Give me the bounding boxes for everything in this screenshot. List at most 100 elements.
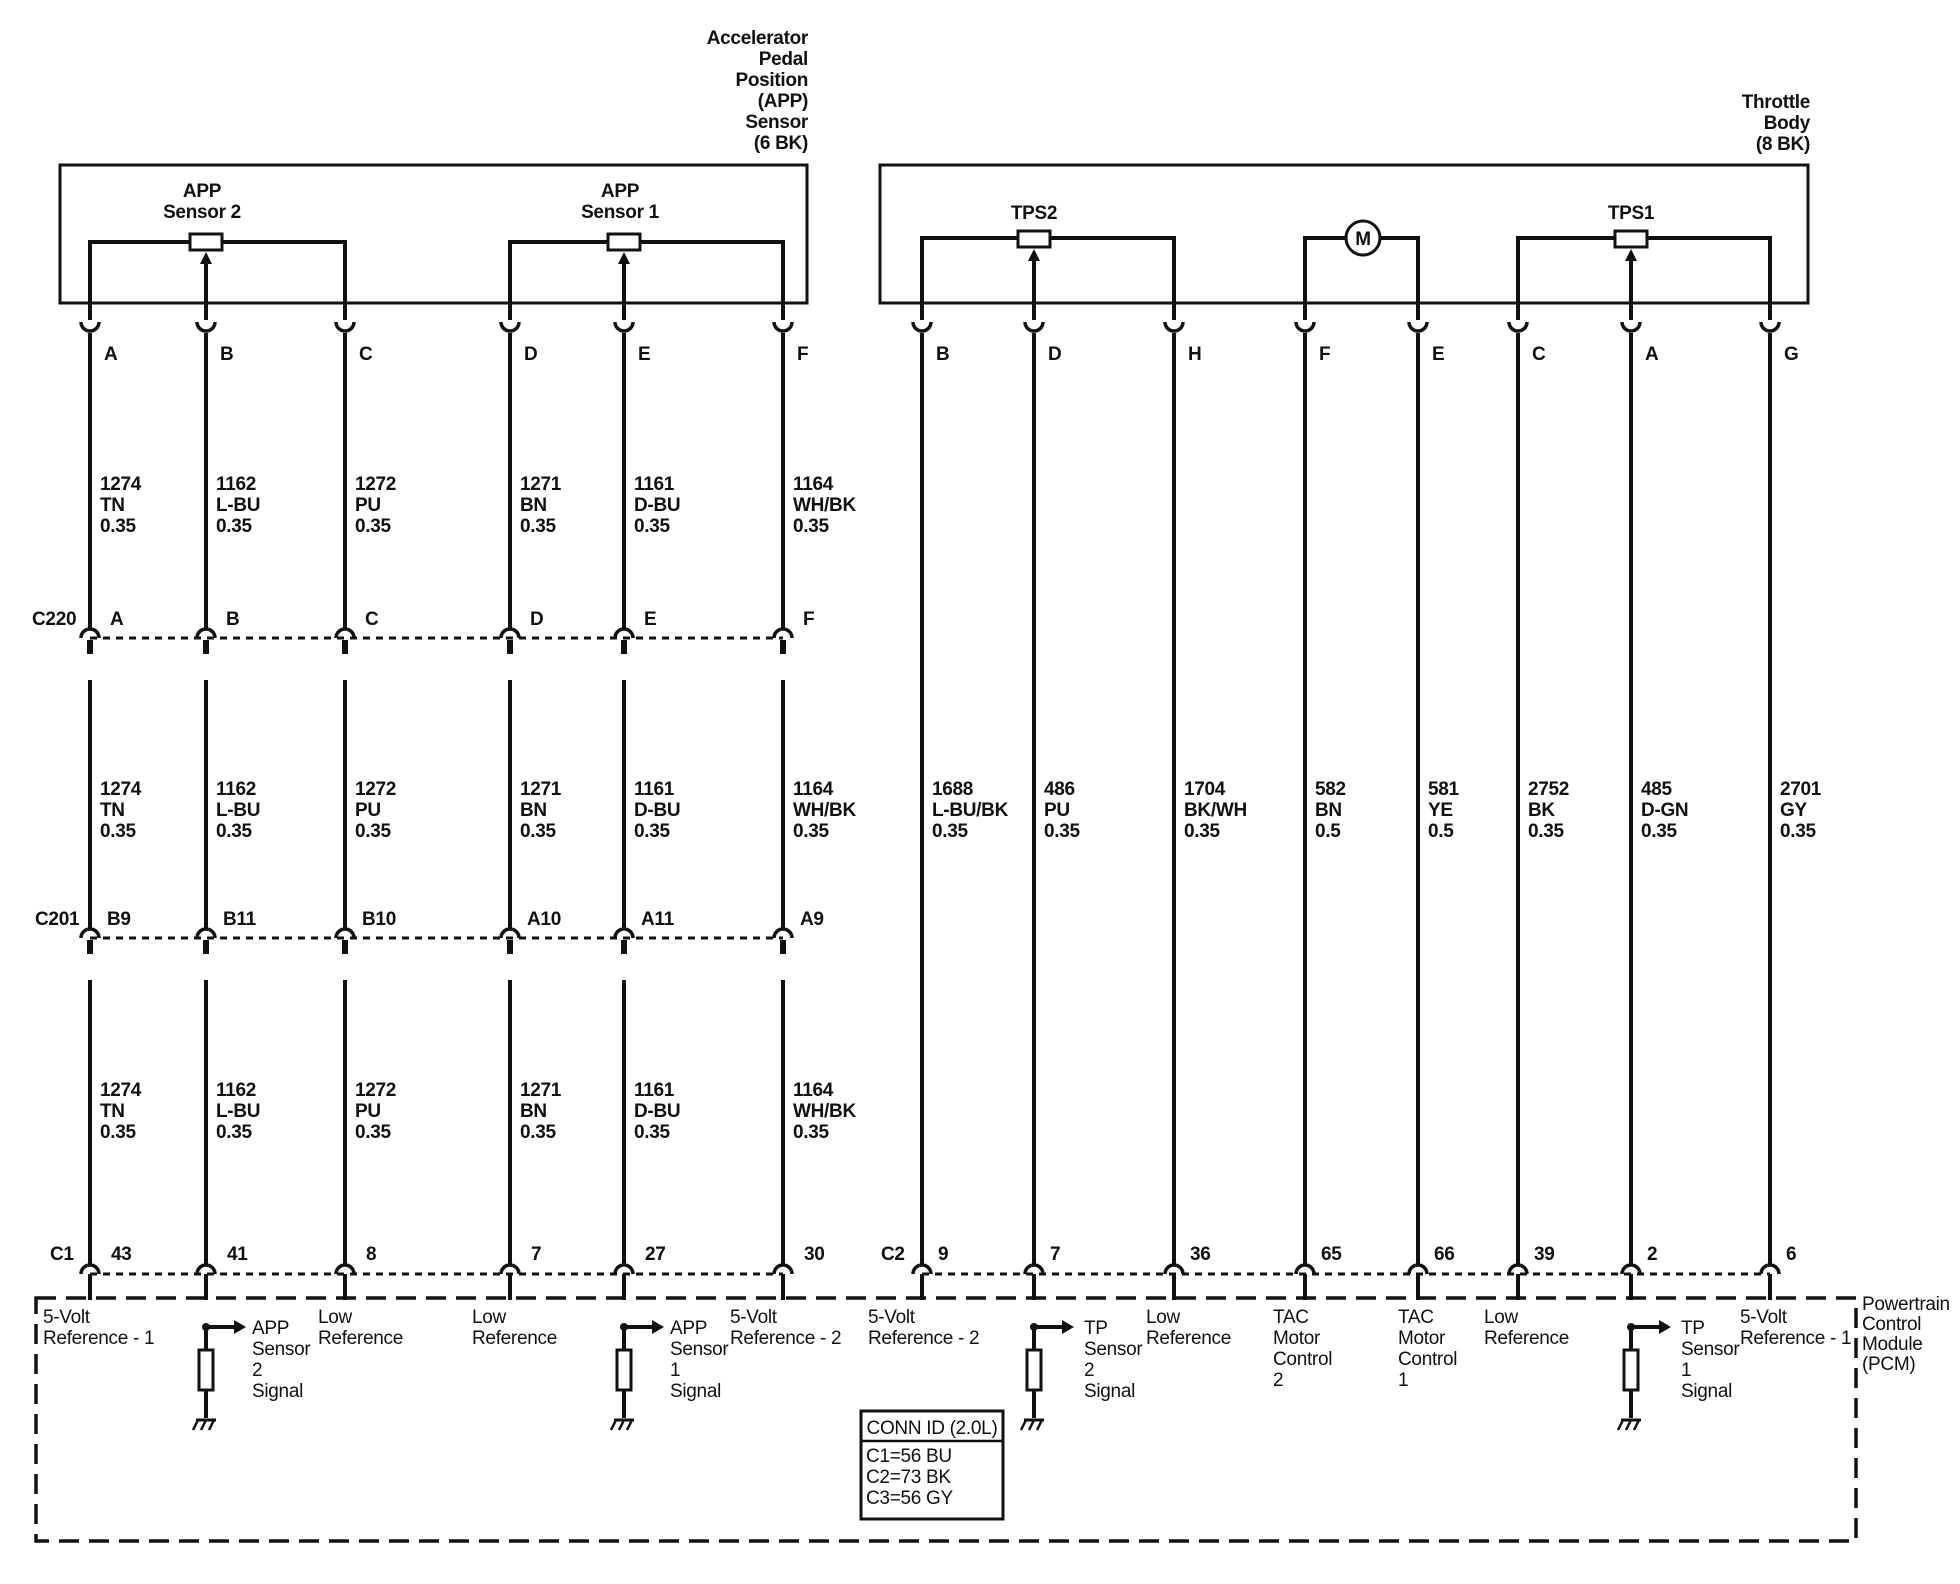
c1-pin	[499, 1263, 521, 1275]
c1-pin	[334, 1263, 356, 1275]
tps2-arrow-icon	[1028, 249, 1040, 261]
tps2-label: TPS2	[1011, 203, 1057, 224]
c201-pin-stub	[621, 940, 627, 954]
c2-pin-label: 6	[1786, 1244, 1796, 1265]
c2-pin	[911, 1263, 933, 1275]
c201-pin-label: B9	[107, 909, 131, 930]
tps1-arrow-icon	[1625, 249, 1637, 261]
c201-pin-label: A9	[800, 909, 824, 930]
app-sensor-ref-4-resistor	[615, 1348, 633, 1392]
tps1-element	[1613, 229, 1649, 249]
c1-pin-label: 8	[366, 1244, 376, 1265]
c2-label: C2	[881, 1244, 905, 1265]
c201-pin-label: A10	[527, 909, 561, 930]
c220-pin-stub	[780, 640, 786, 654]
tb-sensor-ref-6-ground-icon	[1616, 1418, 1641, 1431]
c220-pin	[772, 627, 794, 639]
app-sensor2-arrow-icon	[200, 252, 212, 264]
c201-pin-label: B10	[362, 909, 396, 930]
pcm-box	[34, 1296, 1858, 1543]
c220-pin-label: A	[110, 609, 124, 630]
c1-pin-label: 27	[645, 1244, 666, 1265]
conn-id-title: CONN ID (2.0L)	[867, 1418, 998, 1439]
c220-pin	[613, 627, 635, 639]
app-pin-label: B	[220, 344, 233, 365]
c220-pin-label: D	[530, 609, 543, 630]
motor-lead-left	[1303, 236, 1346, 303]
app-pin-label: A	[104, 344, 118, 365]
c2-pin-label: 65	[1321, 1244, 1342, 1265]
c220-pin	[499, 627, 521, 639]
c2-pin-label: 39	[1534, 1244, 1555, 1265]
c2-pin	[1163, 1263, 1185, 1275]
app-sensor-box	[58, 163, 809, 305]
tb-pin-c	[1507, 321, 1529, 333]
tb-sensor-ref-6-resistor	[1622, 1348, 1640, 1392]
tb-pin-f	[1294, 321, 1316, 333]
c2-pin	[1507, 1263, 1529, 1275]
c220-pin-label: B	[226, 609, 239, 630]
c1-label: C1	[50, 1244, 74, 1265]
motor-icon	[1344, 219, 1382, 257]
c220-pin-stub	[87, 640, 93, 654]
app-sensor1-arrow-icon	[618, 252, 630, 264]
app-pin-d	[499, 321, 521, 333]
app-pin-e	[613, 321, 635, 333]
c220-pin	[334, 627, 356, 639]
c220-pin-stub	[342, 640, 348, 654]
app-sensor-ref-1-arrow-icon	[234, 1320, 246, 1334]
c1-pin	[79, 1263, 101, 1275]
c220-pin-stub	[621, 640, 627, 654]
tb-pin-d	[1023, 321, 1045, 333]
app-pin-c	[334, 321, 356, 333]
c201-pin	[772, 927, 794, 939]
c1-pin	[613, 1263, 635, 1275]
tb-pin-h	[1163, 321, 1185, 333]
c2-pin-label: 36	[1190, 1244, 1211, 1265]
c2-pin-label: 66	[1434, 1244, 1455, 1265]
tps1-label: TPS1	[1608, 203, 1655, 224]
tb-pin-label: F	[1319, 344, 1330, 365]
